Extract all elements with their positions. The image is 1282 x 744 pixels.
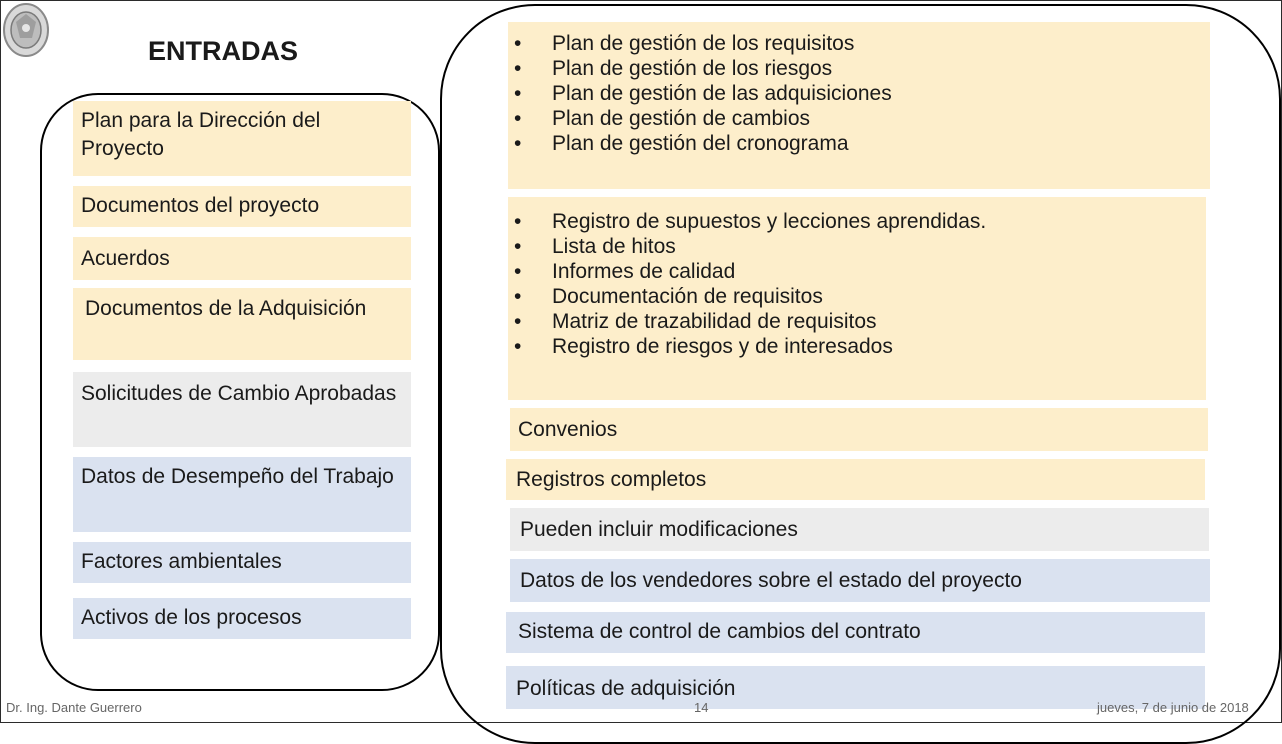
input-approved-change-requests: Solicitudes de Cambio Aprobadas (73, 372, 411, 447)
list-item: Registro de supuestos y lecciones aprend… (514, 209, 1200, 234)
list-item: Documentación de requisitos (514, 284, 1200, 309)
plan-components-list: Plan de gestión de los requisitos Plan d… (514, 31, 1204, 156)
input-project-documents: Documentos del proyecto (73, 186, 411, 227)
list-item: Registro de riesgos y de interesados (514, 334, 1200, 359)
plan-components-box: Plan de gestión de los requisitos Plan d… (508, 22, 1210, 189)
list-item: Plan de gestión de los riesgos (514, 56, 1204, 81)
project-documents-box: Registro de supuestos y lecciones aprend… (508, 197, 1206, 400)
university-seal-logo (3, 3, 49, 57)
list-item: Informes de calidad (514, 259, 1200, 284)
list-item: Plan de gestión de las adquisiciones (514, 81, 1204, 106)
input-organizational-process-assets: Activos de los procesos (73, 598, 411, 639)
input-agreements: Acuerdos (73, 237, 411, 280)
list-item: Plan de gestión de los requisitos (514, 31, 1204, 56)
project-documents-list: Registro de supuestos y lecciones aprend… (514, 209, 1200, 359)
footer-author: Dr. Ing. Dante Guerrero (6, 700, 142, 715)
footer-date: jueves, 7 de junio de 2018 (1097, 700, 1249, 715)
list-item: Lista de hitos (514, 234, 1200, 259)
input-project-management-plan: Plan para la Dirección del Proyecto (73, 101, 411, 176)
input-enterprise-environmental-factors: Factores ambientales (73, 542, 411, 583)
completed-records-detail: Registros completos (506, 459, 1205, 500)
procurement-policies-detail: Políticas de adquisición (506, 666, 1205, 709)
list-item: Plan de gestión del cronograma (514, 131, 1204, 156)
page-title: ENTRADAS (148, 36, 299, 66)
list-item: Plan de gestión de cambios (514, 106, 1204, 131)
seller-performance-data-detail: Datos de los vendedores sobre el estado … (510, 559, 1210, 602)
inputs-group-outline (40, 93, 440, 691)
input-procurement-documents: Documentos de la Adquisición (73, 288, 411, 360)
modifications-detail: Pueden incluir modificaciones (510, 508, 1209, 551)
footer-page-number: 14 (694, 700, 709, 715)
agreements-detail: Convenios (510, 408, 1208, 451)
input-work-performance-data: Datos de Desempeño del Trabajo (73, 457, 411, 532)
list-item: Matriz de trazabilidad de requisitos (514, 309, 1200, 334)
contract-change-control-detail: Sistema de control de cambios del contra… (506, 612, 1205, 653)
